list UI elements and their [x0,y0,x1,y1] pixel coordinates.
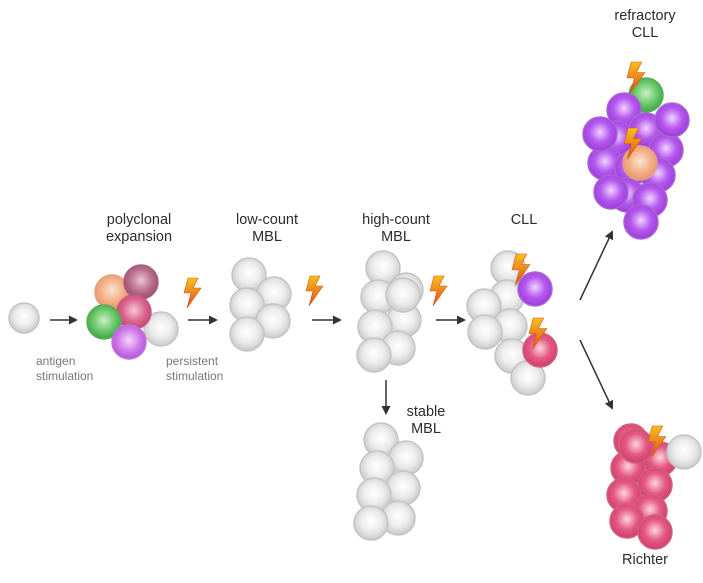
mutation-lightning-icon [626,61,646,94]
stage-high-count-line2: MBL [381,229,411,245]
transition-persistent-line1: persistent [166,354,219,368]
stage-refractory-line2: CLL [631,25,659,41]
cll-cell [467,314,503,350]
stage-low-count-label: low-count MBL [212,212,322,246]
stable-mbl-cell [353,505,389,541]
mutation-lightning-icon [647,425,667,458]
polyclonal-cell-green [86,304,122,340]
stage-richter-label: Richter [622,552,668,568]
stage-stable-line2: MBL [411,421,441,437]
bolts-layer [183,61,667,458]
polyclonal-cell-maroon [123,264,159,300]
polyclonal-cell-violet [111,324,147,360]
high-count-mbl-cell [385,277,421,313]
mutation-lightning-icon [183,277,202,309]
mutation-lightning-icon [305,275,324,307]
refractory-cell-purple [593,174,629,210]
mutation-lightning-icon [429,275,448,307]
stage-cll-label: CLL [510,212,538,228]
refractory-cell-purple [654,102,690,138]
transition-antigen-line2: stimulation [36,369,94,383]
stage-polyclonal-line1: polyclonal [106,212,172,228]
richter-cell [618,428,654,464]
stage-stable-line1: stable [406,404,446,420]
polyclonal-cell-gray [143,311,179,347]
stage-high-count-line1: high-count [362,212,430,228]
stage-low-count-line1: low-count [235,212,299,228]
stage-high-count-label: high-count MBL [340,212,452,246]
arrow-to-refractory [579,230,614,301]
cll-cell-purple-clone [517,271,553,307]
transition-antigen-line1: antigen [36,354,76,368]
mutation-lightning-icon [623,127,643,160]
mutation-lightning-icon [511,253,531,286]
stage-polyclonal-line2: expansion [105,229,173,245]
high-count-mbl-cell [356,337,392,373]
cells-layer [8,77,702,550]
stable-mbl-cell [385,470,421,506]
stage-low-count-line2: MBL [252,229,282,245]
mutation-lightning-icon [528,317,548,350]
low-count-mbl-cell [229,316,265,352]
stage-refractory-line1: refractory [614,8,676,24]
refractory-cell-purple [582,116,618,152]
arrow-to-richter [579,339,614,410]
refractory-cell-purple [623,204,659,240]
refractory-cell-orange [622,145,658,181]
stage-refractory-label: refractory CLL [590,8,700,42]
transition-persistent-label: persistent stimulation [166,354,223,384]
arrows-layer [50,230,614,415]
transition-persistent-line2: stimulation [166,369,224,383]
polyclonal-cell-pink [116,294,152,330]
transition-antigen-label: antigen stimulation [36,354,93,384]
richter-cell [637,514,673,550]
richter-cell-gray [666,434,702,470]
stage-polyclonal-label: polyclonal expansion [84,212,194,246]
stage-stable-label: stable MBL [396,404,456,438]
initial-b-cell [8,302,40,334]
